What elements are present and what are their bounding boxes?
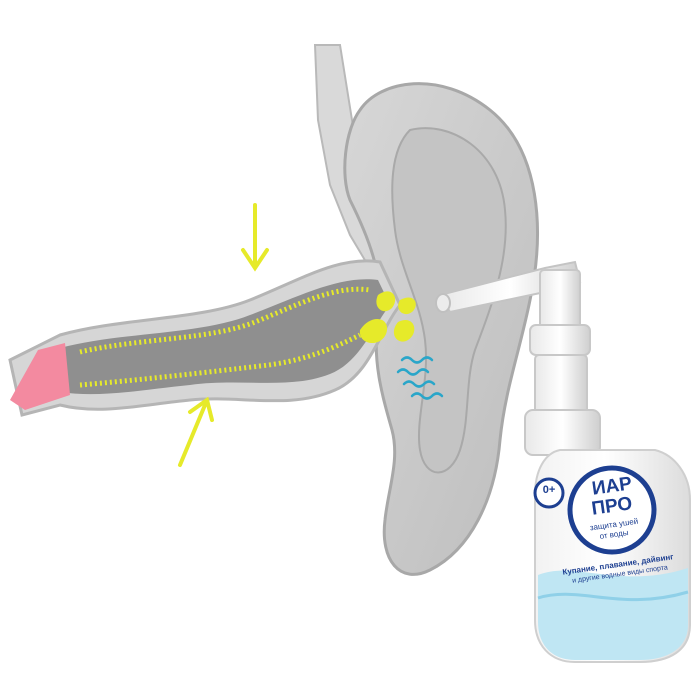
water-wave-icon xyxy=(396,356,444,400)
ear-drum xyxy=(10,343,70,410)
arrow-down-icon xyxy=(241,203,269,272)
age-badge-text: 0+ xyxy=(542,484,556,496)
brand-logo-ring xyxy=(567,465,657,555)
droplet-icon xyxy=(359,291,416,344)
age-badge xyxy=(533,477,565,509)
label-wave-band xyxy=(538,568,688,660)
protective-film-line-bottom xyxy=(79,332,362,388)
spray-bottle xyxy=(435,260,691,663)
arrow-up-icon xyxy=(178,396,214,467)
ear-canal-inner xyxy=(60,279,390,395)
